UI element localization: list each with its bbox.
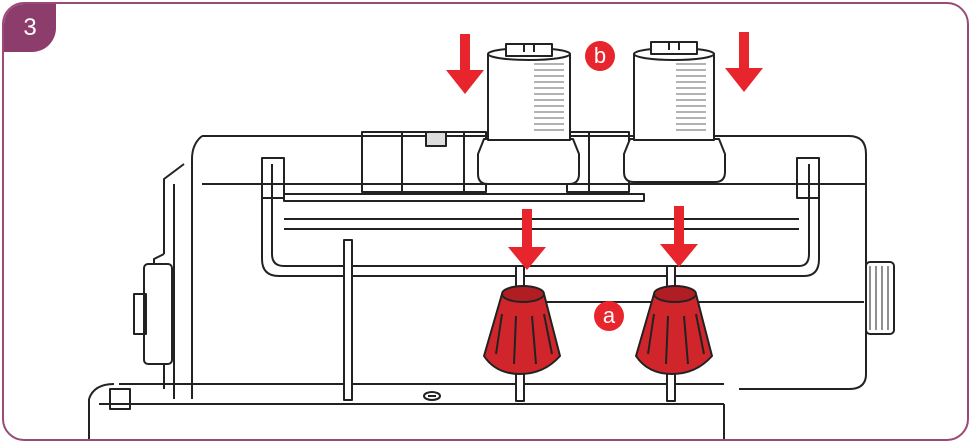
- left-spool-thread: [534, 63, 564, 131]
- callout-a: a: [594, 301, 624, 331]
- arrow-left-pin: [508, 209, 546, 270]
- serger-spool-diagram: [88, 32, 895, 439]
- small-opening: [423, 391, 441, 401]
- callout-b: b: [585, 41, 615, 71]
- right-spool: [623, 41, 726, 183]
- side-knob-left: [133, 263, 173, 365]
- machine-body: [88, 135, 867, 439]
- spool-pin-cap-left: [483, 285, 561, 375]
- spool-pin-cap-right: [635, 285, 713, 375]
- step-number-badge: 3: [4, 4, 56, 52]
- arrow-left-spool: [446, 34, 484, 94]
- left-spool: [477, 43, 580, 185]
- arrow-right-spool: [725, 32, 763, 92]
- arrow-right-pin: [660, 206, 698, 267]
- right-spool-thread: [676, 63, 706, 131]
- side-knob-right: [865, 261, 895, 335]
- thread-stand-tray: [261, 157, 820, 277]
